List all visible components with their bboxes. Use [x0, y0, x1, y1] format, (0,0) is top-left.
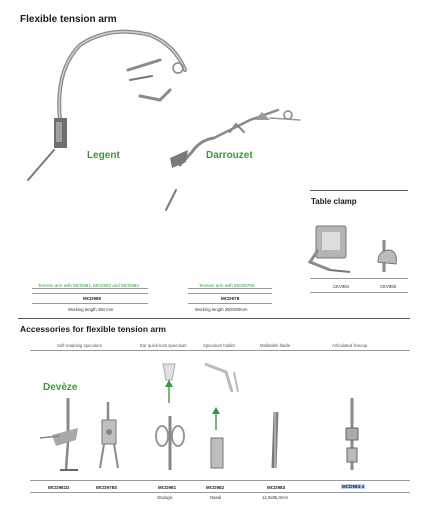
divider: [188, 288, 272, 289]
code-cev984: CEV984: [333, 284, 350, 289]
code-mcd983-4: MCD983-4: [341, 484, 366, 489]
category-speculum-holder: Speculum holder: [203, 343, 236, 348]
code-mcd983: MCD983: [267, 485, 286, 490]
divider: [32, 293, 148, 294]
category-malleable-blade: Malleable blade: [260, 343, 291, 348]
category-ear-quick-lock: Ear quick-lock speculum: [140, 343, 187, 348]
sub-otologic: Otologic: [157, 495, 173, 500]
code-mcd981d: MCD981D: [48, 485, 70, 490]
mcd978s-speculum: [99, 402, 119, 469]
mcd983-malleable-blade: [271, 411, 279, 469]
caption-right: Tension arm with MCD978S: [199, 283, 255, 288]
code-mcd978s: MCD978S: [96, 485, 118, 490]
legent-tension-arm: [27, 29, 187, 294]
sub-dimensions: 12,0x85,0mm: [262, 495, 289, 500]
legent-label: Legent: [87, 150, 120, 161]
darrouzet-label: Darrouzet: [206, 150, 253, 161]
mcd981-ear-speculum: [155, 363, 185, 470]
code-mcd978: MCD978: [221, 296, 240, 301]
section-rule: [18, 318, 410, 319]
code-mcd980: MCD980: [83, 296, 102, 301]
divider: [310, 278, 408, 279]
table-clamp-rule: [310, 190, 408, 191]
table-clamp-cev985: [377, 240, 397, 272]
mcd983-4-linecap: [345, 398, 359, 470]
divider: [30, 492, 410, 493]
code-mcd982: MCD982: [206, 485, 225, 490]
darrouzet-tension-arm: [165, 108, 301, 282]
divider: [310, 292, 408, 293]
section-title-accessories: Accessories for flexible tension arm: [20, 324, 166, 334]
mcd981d-speculum: [39, 398, 78, 471]
deveze-label: Devèze: [43, 382, 78, 393]
section-title-flexible-tension-arm: Flexible tension arm: [20, 14, 117, 25]
working-length-left: Working length 450 mm: [68, 307, 114, 312]
mcd982-speculum-holder: [204, 362, 239, 469]
divider: [32, 303, 148, 304]
code-cev985: CEV985: [380, 284, 397, 289]
code-mcd981: MCD981: [158, 485, 177, 490]
sub-nasal: Nasal: [210, 495, 221, 500]
caption-left: Tension arm with MCD981, MCD982 and MCD9…: [38, 283, 139, 288]
category-self-retaining-speculum: Self-retaining speculum: [57, 343, 102, 348]
category-articulated-linecap: Articulated linecap: [332, 343, 368, 348]
divider: [188, 293, 272, 294]
table-clamp-title: Table clamp: [311, 197, 357, 206]
divider: [30, 350, 410, 351]
divider: [188, 303, 272, 304]
table-clamp-cev984: [307, 225, 351, 273]
working-length-right: Working length 250/300mm: [195, 307, 248, 312]
divider: [32, 288, 148, 289]
divider: [30, 480, 410, 481]
